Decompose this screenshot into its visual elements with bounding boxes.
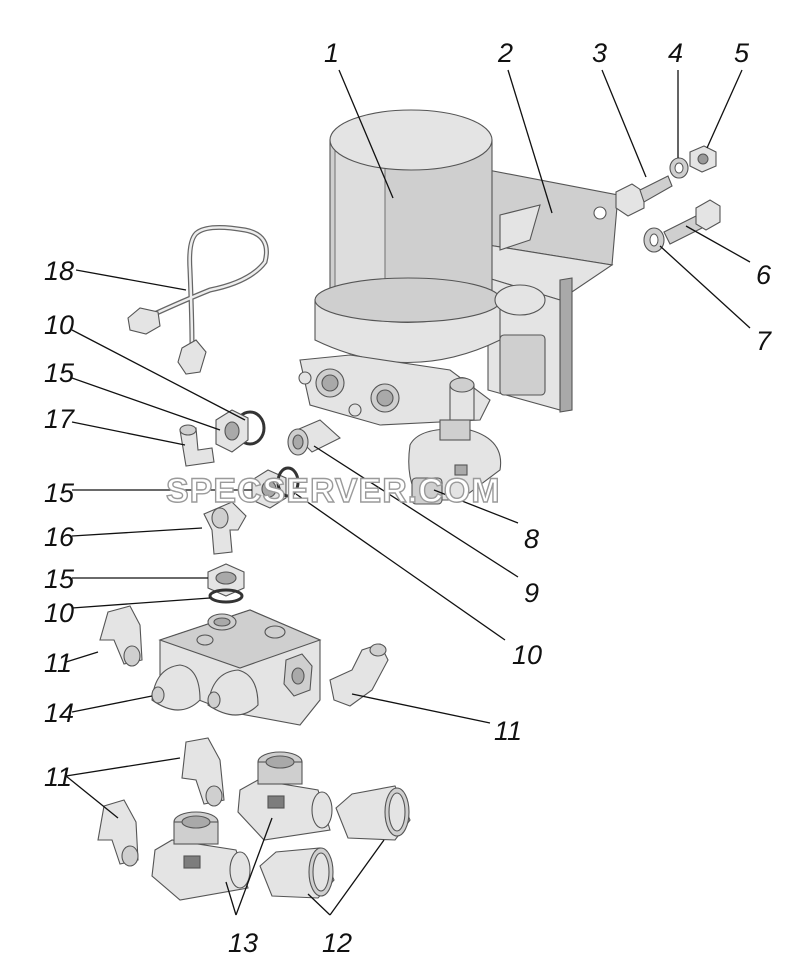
dryer-valve-body: [298, 284, 546, 426]
adapter-lower: [259, 847, 335, 899]
label-15-bottom: 15: [44, 564, 75, 594]
label-10-bottom: 10: [44, 598, 74, 628]
elbow-fitting-11-bottom: [97, 799, 139, 867]
label-10-top: 10: [44, 310, 74, 340]
label-8: 8: [524, 524, 539, 554]
seal-ring-middle: [276, 466, 300, 498]
label-12: 12: [322, 928, 352, 958]
label-11-right: 11: [494, 716, 522, 746]
nipple-fitting: [287, 419, 341, 456]
tee-fitting-lower: [151, 811, 251, 901]
flexible-tube: [127, 224, 269, 375]
elbow-fitting-17: [179, 424, 215, 467]
label-4: 4: [668, 38, 683, 68]
elbow-fitting-11-left: [99, 605, 143, 667]
bolt-long: [663, 199, 721, 245]
watermark: SPECSERVER.COM: [166, 472, 501, 510]
label-9: 9: [524, 578, 539, 608]
label-3: 3: [592, 38, 607, 68]
elbow-fitting-16: [203, 501, 247, 555]
label-7: 7: [756, 326, 772, 356]
bolt-short: [615, 175, 673, 217]
part-labels: 1 2 3 4 5 6 7 8 9 10 10 10 11 11 11 12 1…: [44, 38, 772, 958]
label-11-left: 11: [44, 648, 72, 678]
dryer-canister: [314, 109, 502, 363]
leader-lines: [65, 69, 751, 916]
label-16: 16: [44, 522, 75, 552]
label-14: 14: [44, 698, 74, 728]
union-nut-lower: [207, 563, 245, 597]
elbow-fitting-11-right: [329, 643, 389, 707]
nut: [689, 145, 717, 173]
tee-fitting-upper: [237, 751, 333, 841]
union-nut-top: [215, 409, 249, 453]
elbow-fitting-11-top: [181, 737, 225, 807]
heater-valve-unit: [408, 419, 502, 505]
label-10-right: 10: [512, 640, 542, 670]
label-13: 13: [228, 928, 258, 958]
adapter-upper: [335, 785, 411, 841]
label-6: 6: [756, 260, 772, 290]
label-5: 5: [734, 38, 750, 68]
label-18: 18: [44, 256, 74, 286]
spring-washer-top: [669, 157, 689, 179]
label-15-top: 15: [44, 358, 75, 388]
label-15-middle: 15: [44, 478, 75, 508]
label-1: 1: [324, 38, 339, 68]
valve-block: [151, 609, 322, 726]
spring-washer-bottom: [643, 227, 665, 253]
label-2: 2: [497, 38, 513, 68]
seal-ring-lower: [208, 588, 244, 604]
label-11-lower: 11: [44, 762, 72, 792]
label-17: 17: [44, 404, 75, 434]
